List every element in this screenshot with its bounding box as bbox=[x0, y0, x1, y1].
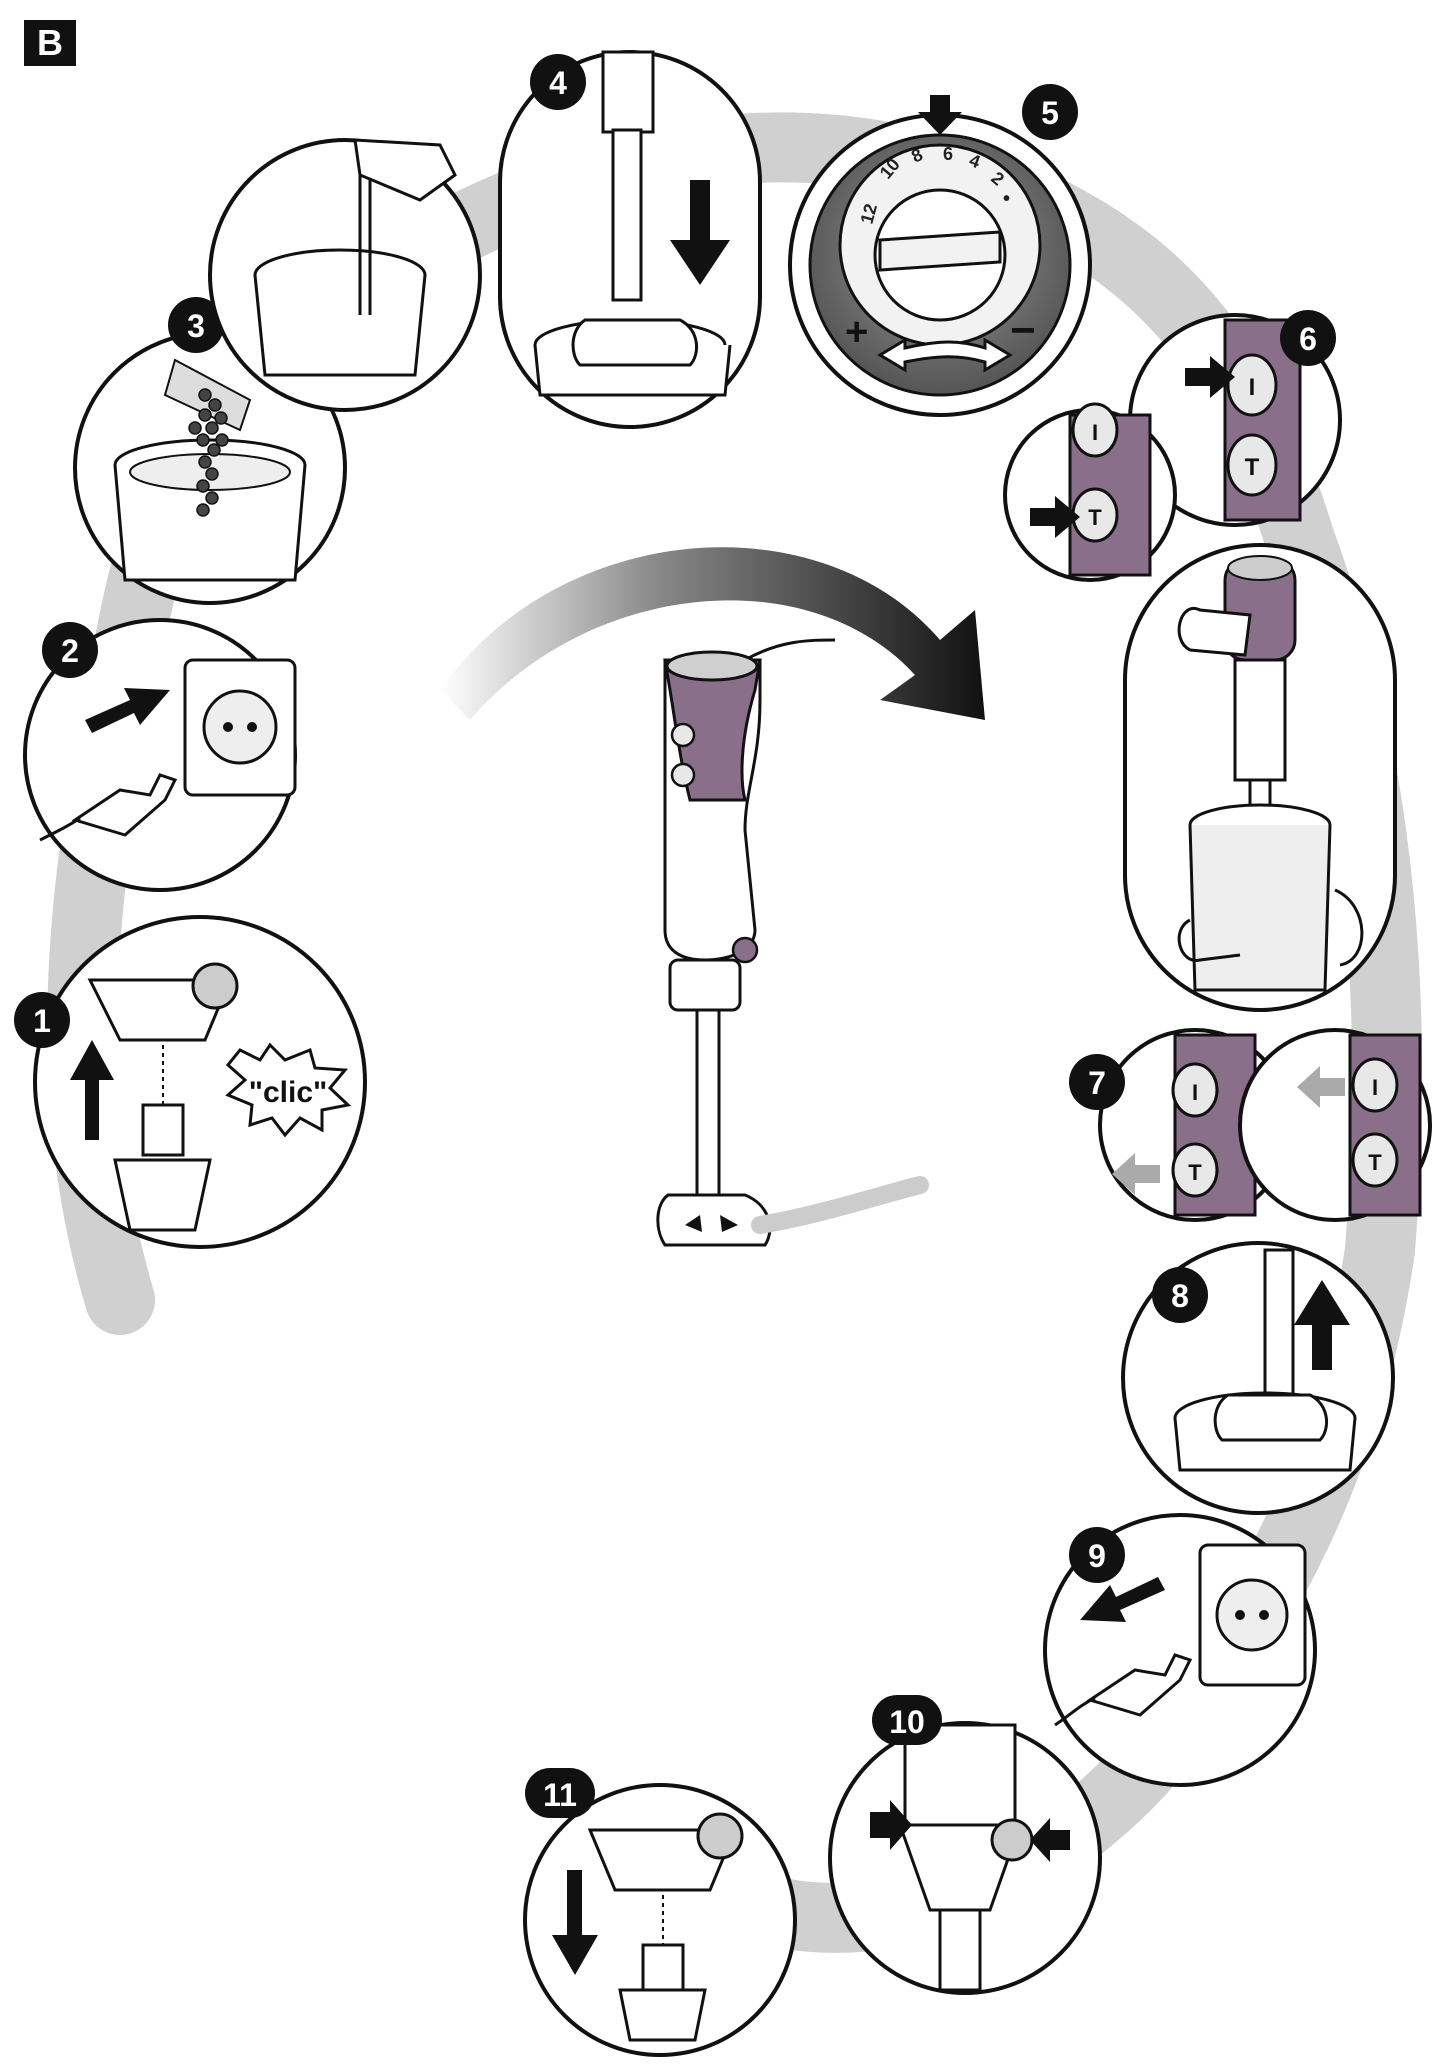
add-ingredients-icon bbox=[113, 358, 307, 582]
step-3-number: 3 bbox=[187, 308, 205, 344]
insert-blender-icon bbox=[533, 50, 732, 397]
step-2-panel: 2 bbox=[23, 618, 297, 892]
step-7-number: 7 bbox=[1088, 1065, 1106, 1101]
step-1-number: 1 bbox=[33, 1003, 51, 1039]
indicator-arrow-icon bbox=[918, 95, 962, 135]
step-11-number: 11 bbox=[543, 1777, 577, 1813]
svg-text:T: T bbox=[1188, 1160, 1202, 1185]
pour-liquid-panel bbox=[208, 138, 482, 412]
press-release-buttons-icon bbox=[870, 1723, 1070, 1992]
center-rotation-arrow bbox=[440, 547, 985, 720]
svg-text:T: T bbox=[1088, 505, 1102, 530]
step-8-number: 8 bbox=[1171, 1278, 1189, 1314]
step-10-number: 10 bbox=[889, 1704, 925, 1740]
right-arrow-icon bbox=[85, 688, 170, 733]
down-arrow-icon-11 bbox=[552, 1870, 598, 1975]
step-4-number: 4 bbox=[549, 65, 567, 101]
left-arrow-icon bbox=[1080, 1577, 1165, 1622]
step-3-panel: 3 bbox=[73, 297, 347, 605]
step-5-panel: 12 10 8 6 4 2 • + − 5 bbox=[788, 84, 1092, 417]
svg-text:T: T bbox=[1245, 454, 1260, 481]
svg-text:B: B bbox=[37, 22, 63, 63]
up-arrow-icon bbox=[70, 1040, 114, 1140]
step-9-panel: 9 bbox=[1043, 1513, 1317, 1787]
svg-text:6: 6 bbox=[943, 144, 953, 164]
click-burst-shape bbox=[225, 1042, 352, 1138]
down-arrow-icon bbox=[670, 180, 730, 285]
unplug-icon bbox=[1054, 1543, 1307, 1727]
double-arrow-icon bbox=[877, 337, 1013, 373]
section-label: B bbox=[24, 20, 76, 66]
hand-blender-center bbox=[656, 638, 929, 1247]
step-7-panel: I T I T 7 bbox=[1069, 1028, 1432, 1222]
speed-dial-icon: 12 10 8 6 4 2 • + − bbox=[808, 95, 1072, 397]
svg-text:I: I bbox=[1372, 1075, 1378, 1100]
blending-panel bbox=[1123, 543, 1397, 1012]
step-9-number: 9 bbox=[1088, 1538, 1106, 1574]
step-6-panel: I T I T 6 bbox=[1003, 310, 1342, 582]
step-8-panel: 8 bbox=[1121, 1241, 1395, 1515]
svg-text:T: T bbox=[1368, 1150, 1382, 1175]
up-arrow-icon-8 bbox=[1294, 1280, 1350, 1370]
svg-text:I: I bbox=[1092, 420, 1098, 445]
lift-blender-icon bbox=[1173, 1248, 1357, 1472]
step-2-number: 2 bbox=[61, 633, 79, 669]
minus-sign: − bbox=[1010, 306, 1036, 355]
press-button-icon bbox=[1185, 356, 1235, 398]
step-1-panel: "clic" 1 bbox=[14, 915, 367, 1249]
plug-in-icon bbox=[39, 658, 297, 842]
step-10-panel: 10 bbox=[828, 1695, 1102, 1995]
step-11-panel: 11 bbox=[523, 1768, 797, 2057]
release-button-icon bbox=[1112, 1153, 1160, 1195]
step-6-number: 6 bbox=[1299, 321, 1317, 357]
click-label: "clic" bbox=[249, 1076, 328, 1109]
detach-shaft-icon bbox=[552, 1812, 744, 2042]
svg-text:I: I bbox=[1249, 374, 1256, 401]
plus-sign: + bbox=[845, 310, 868, 354]
svg-text:•: • bbox=[1003, 188, 1010, 210]
step-4-panel: 4 bbox=[498, 50, 762, 429]
step-5-number: 5 bbox=[1041, 95, 1059, 131]
svg-text:I: I bbox=[1192, 1080, 1198, 1105]
